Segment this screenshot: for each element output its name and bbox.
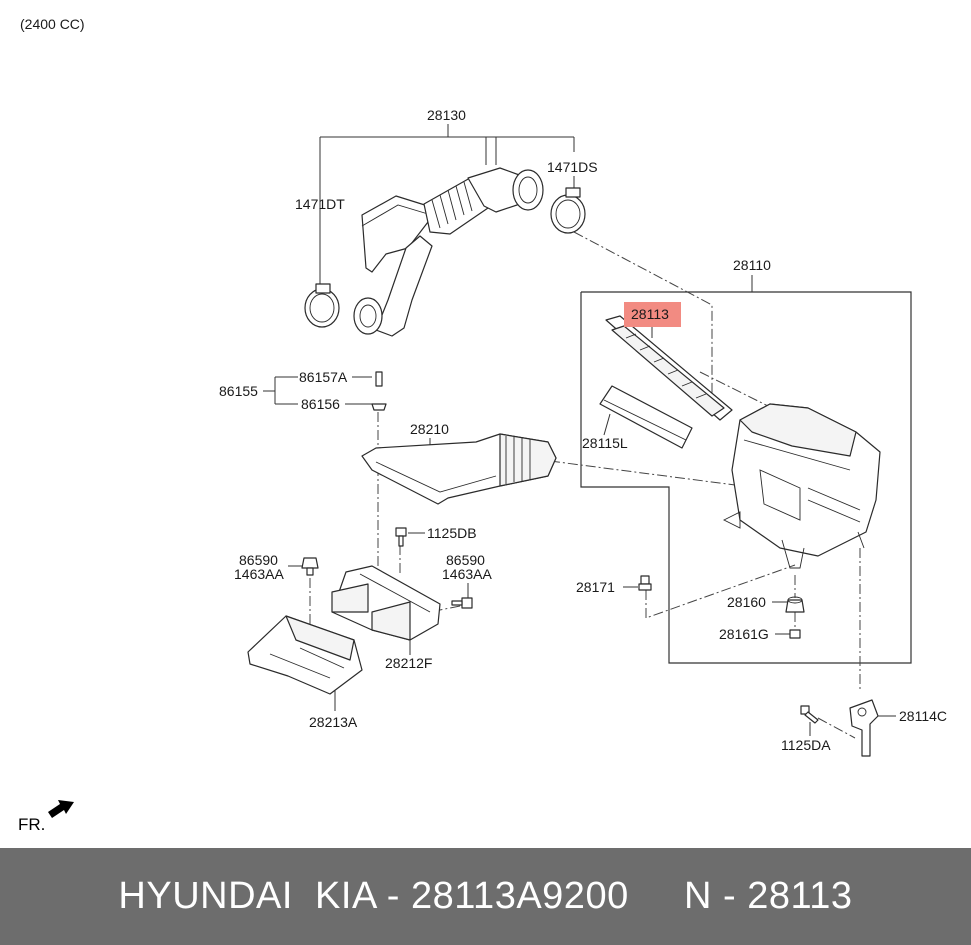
part-86156-grommet [371,403,387,411]
label-28114C[interactable]: 28114C [899,708,947,724]
part-28160-insulator [785,596,805,613]
label-28115L[interactable]: 28115L [582,435,628,451]
label-86155[interactable]: 86155 [219,383,258,399]
part-28113-filter-element [605,315,733,421]
part-1125DB-bolt [395,527,407,547]
label-86590-left[interactable]: 86590 [239,552,278,568]
part-1471DS-clamp [550,187,586,234]
engine-note: (2400 CC) [20,16,85,32]
part-number-labels: 28130 1471DS 1471DT 28110 28113 28115L 8… [219,107,947,753]
part-28115L-cover [599,385,693,449]
label-86156[interactable]: 86156 [301,396,340,412]
label-86590-right[interactable]: 86590 [446,552,485,568]
label-28212F[interactable]: 28212F [385,655,432,671]
part-86590-bolt-right [451,597,473,609]
part-86157A-pin [375,371,383,387]
footer-part-number-text: HYUNDAI KIA - 28113A9200 N - 28113 [118,875,853,917]
part-28212F-intake-guide [331,565,441,641]
front-arrow-icon [48,800,74,818]
label-28130[interactable]: 28130 [427,107,466,123]
label-28113[interactable]: 28113 [631,306,669,322]
exploded-parts-diagram: (2400 CC) [18,16,947,834]
part-86590-nut-left [301,557,319,576]
part-28210-air-duct [361,433,557,505]
part-28161G-collar [789,629,801,639]
part-28213A-shield [247,615,363,695]
label-1463AA-left[interactable]: 1463AA [234,566,284,582]
front-direction-label: FR. [18,815,45,834]
part-1125DA-bolt [800,705,819,724]
label-1471DS[interactable]: 1471DS [547,159,598,175]
label-28171[interactable]: 28171 [576,579,615,595]
part-28171-bolt [638,575,652,591]
part-1471DT-clamp [304,283,340,328]
front-direction-indicator: FR. [18,800,74,834]
target-part-highlight [624,302,681,327]
part-28130-intake-hose [353,167,544,337]
leader-lines [263,124,912,736]
label-1471DT[interactable]: 1471DT [295,196,345,212]
label-28213A[interactable]: 28213A [309,714,358,730]
part-28110-air-cleaner-body [722,403,881,569]
label-1125DB[interactable]: 1125DB [427,525,477,541]
label-1125DA[interactable]: 1125DA [781,737,831,753]
label-28110[interactable]: 28110 [733,257,771,273]
part-28114C-bracket [849,699,879,757]
label-28160[interactable]: 28160 [727,594,766,610]
part-number-footer: HYUNDAI KIA - 28113A9200 N - 28113 [0,848,971,945]
label-28210[interactable]: 28210 [410,421,449,437]
label-1463AA-right[interactable]: 1463AA [442,566,492,582]
label-86157A[interactable]: 86157A [299,369,348,385]
label-28161G[interactable]: 28161G [719,626,769,642]
